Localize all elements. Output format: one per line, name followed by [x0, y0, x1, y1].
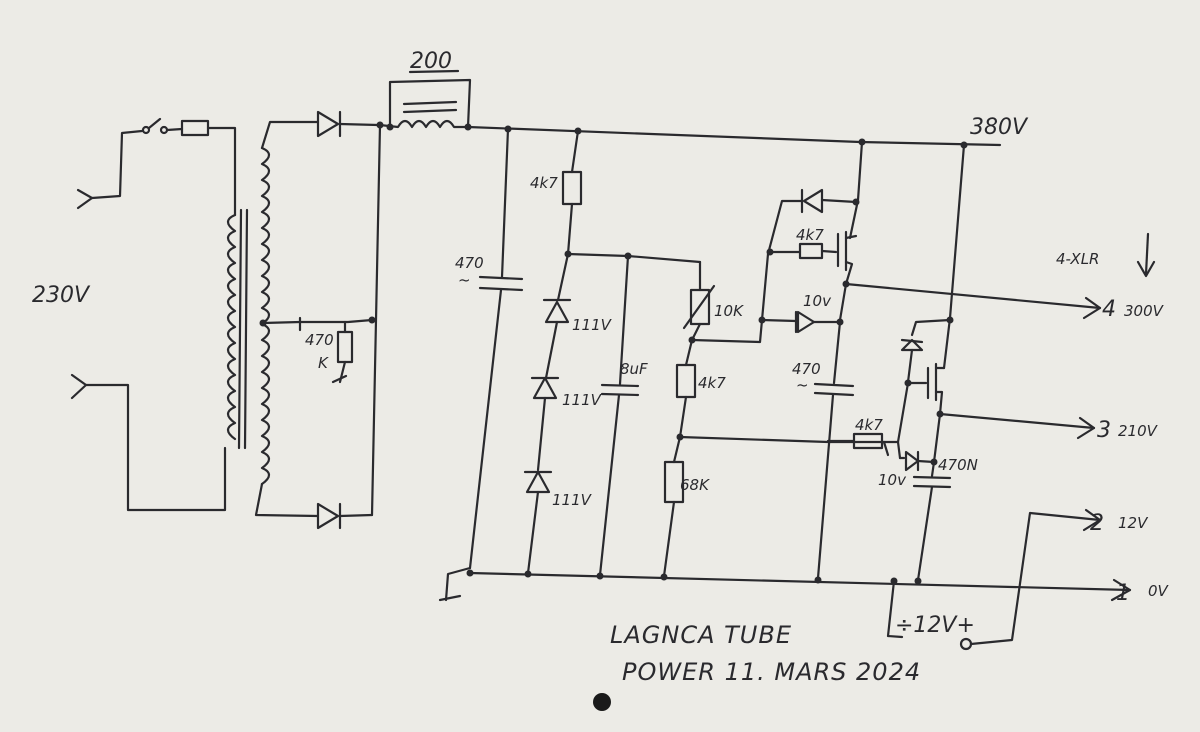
- battery-label: ÷12V+: [895, 613, 975, 638]
- zener-10v-2: 10v: [878, 471, 907, 489]
- mains-input: [70, 117, 237, 512]
- res-4k7-gate1: 4k7: [796, 226, 824, 244]
- title-line-2: POWER 11. MARS 2024: [622, 658, 921, 686]
- input-capacitor: 470 ~: [455, 127, 524, 570]
- regulator-stage-1: 4k7 10v 470 ~: [758, 140, 864, 580]
- zener2-value: 111V: [562, 391, 603, 409]
- reference-chain: 4k7 111V 111V 111V: [523, 129, 702, 575]
- cap-470-mid-value: 470: [792, 360, 821, 378]
- cap-470n-value: 470N: [938, 456, 978, 474]
- cap-input-value: 470: [455, 254, 484, 272]
- output-2-pin: 2: [1090, 511, 1104, 536]
- ground-rail: [438, 566, 1132, 602]
- title-line-1: LAGNCA TUBE: [610, 621, 792, 649]
- outputs: 4 300V 3 210V 2 12V 1 0V: [844, 282, 1170, 606]
- regulator-stage-2: 4k7 10v 470N: [826, 143, 978, 582]
- choke-value: 200: [410, 49, 452, 74]
- output-2-voltage: 12V: [1118, 514, 1149, 532]
- connector-label: 4-XLR: [1056, 250, 1099, 268]
- res-4k7-mid: 4k7: [698, 374, 726, 392]
- down-arrow-icon: [1136, 232, 1156, 278]
- voltage-divider: 10K 4k7 68K: [662, 260, 886, 578]
- output-1-voltage: 0V: [1148, 582, 1170, 600]
- res-68k-value: 68K: [680, 476, 710, 494]
- rectifier: [254, 110, 384, 530]
- output-4-voltage: 300V: [1124, 302, 1165, 320]
- zener3-value: 111V: [552, 491, 593, 509]
- output-4-pin: 4: [1102, 297, 1116, 322]
- top-rail: [466, 125, 1002, 149]
- heater-supply: ÷12V+: [886, 511, 1102, 651]
- output-3-pin: 3: [1097, 418, 1111, 443]
- punch-hole: [593, 693, 611, 711]
- zener-10v-1: 10v: [803, 292, 832, 310]
- cap-input-unit: ~: [458, 271, 471, 289]
- mains-voltage: 230V: [32, 283, 91, 308]
- choke: 200: [378, 49, 472, 131]
- pot-value: 470: [305, 331, 334, 349]
- zener1-value: 111V: [572, 316, 613, 334]
- cap-470-mid-unit: ~: [796, 376, 809, 394]
- rail-voltage: 380V: [970, 115, 1029, 140]
- pot-unit: K: [318, 354, 329, 372]
- fuse: [180, 119, 210, 137]
- output-3-voltage: 210V: [1118, 422, 1159, 440]
- res-4k7-gate2: 4k7: [855, 416, 883, 434]
- res-10k-value: 10K: [714, 302, 744, 320]
- res-4k7-top: 4k7: [530, 174, 558, 192]
- transformer: [226, 146, 271, 486]
- hum-pot: 470 K: [261, 316, 374, 384]
- reference-capacitor: 8uF: [598, 254, 648, 577]
- output-1-pin: 1: [1116, 581, 1130, 606]
- cap-8uf-value: 8uF: [620, 360, 648, 378]
